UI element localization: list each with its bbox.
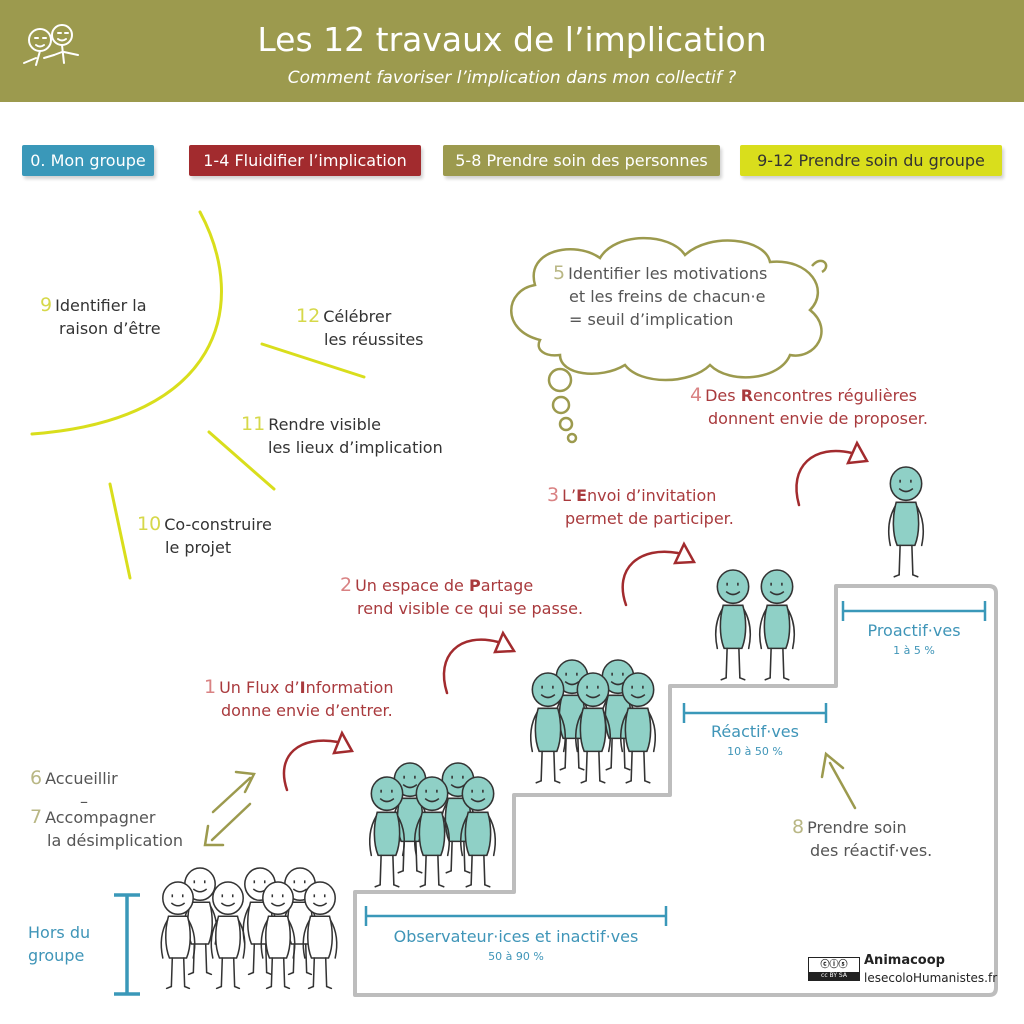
- arrow-prendre-soin: [828, 761, 857, 810]
- person-figure: [459, 776, 497, 888]
- staircase: [353, 584, 998, 997]
- arrow-2: [442, 638, 500, 695]
- sun-ray-10: [108, 482, 132, 580]
- person-figure: [619, 672, 657, 784]
- legend-mon-groupe: 0. Mon groupe: [22, 145, 154, 176]
- level-brackets: [114, 601, 987, 996]
- sun-arc: [30, 210, 223, 436]
- level-proactifs: Proactif·ves 1 à 5 %: [867, 621, 961, 657]
- person-figure: [368, 776, 406, 888]
- sun-ray-11: [207, 430, 276, 491]
- person-figure: [758, 569, 796, 681]
- person-figure: [210, 881, 246, 990]
- sun-shape: [30, 210, 366, 580]
- legend-prendre-soin-personnes: 5-8 Prendre soin des personnes: [443, 145, 720, 176]
- level-observateurs: Observateur·ices et inactif·ves 50 à 90 …: [393, 927, 639, 963]
- person-figure: [887, 466, 925, 578]
- sun-ray-12: [260, 342, 366, 379]
- red-arrows: [282, 440, 870, 792]
- page-title: Les 12 travaux de l’implication: [257, 20, 767, 59]
- credit-site: lesecoloHumanistes.fr: [864, 971, 998, 985]
- person-figure: [413, 776, 451, 888]
- arrow-desimplication: [210, 802, 252, 842]
- person-figure: [574, 672, 612, 784]
- header-banner: Les 12 travaux de l’implication Comment …: [0, 0, 1024, 102]
- cc-icon: ⓒⓘⓢ: [820, 960, 848, 970]
- person-figure: [160, 881, 196, 990]
- arrow-accueillir: [211, 776, 252, 814]
- logo-icon: [23, 24, 79, 66]
- arrow-3: [621, 550, 680, 607]
- legend-fluidifier: 1-4 Fluidifier l’implication: [189, 145, 421, 176]
- person-figure: [302, 881, 338, 990]
- arrow-4: [795, 449, 854, 507]
- license-text: cc BY SA: [809, 972, 859, 980]
- person-figure: [260, 881, 296, 990]
- arrow-1: [282, 739, 340, 792]
- person-figure: [529, 672, 567, 784]
- thought-cloud: [510, 236, 828, 444]
- credit-brand: Animacoop: [864, 953, 945, 968]
- page-subtitle: Comment favoriser l’implication dans mon…: [287, 68, 737, 88]
- legend-prendre-soin-groupe: 9-12 Prendre soin du groupe: [740, 145, 1002, 176]
- olive-arrows: [203, 751, 857, 847]
- license-badge: ⓒⓘⓢ cc BY SA: [808, 957, 860, 981]
- level-reactifs: Réactif·ves 10 à 50 %: [711, 722, 799, 758]
- person-figure: [714, 569, 752, 681]
